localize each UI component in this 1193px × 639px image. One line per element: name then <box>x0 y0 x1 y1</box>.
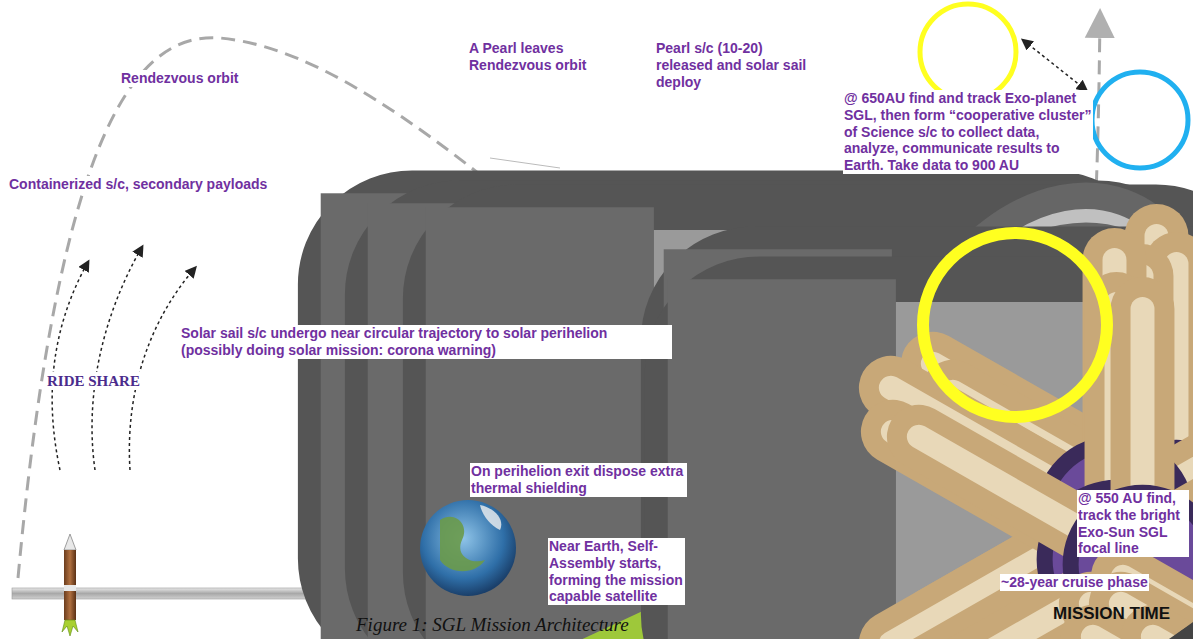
note-label: On perihelion exit dispose extra thermal… <box>470 463 687 497</box>
note-label: Containerized s/c, secondary payloads <box>8 176 268 193</box>
note-label: A Pearl leaves Rendezvous orbit <box>468 40 620 74</box>
earth <box>420 500 516 596</box>
note-label: Near Earth, Self-Assembly starts, formin… <box>548 538 685 605</box>
launch-arrows <box>52 247 195 470</box>
note-label: Pearl s/c (10-20) released and solar sai… <box>655 40 817 90</box>
exo-sun-ring <box>923 233 1107 417</box>
note-label: @ 550 AU find, track the bright Exo-Sun … <box>1077 490 1189 557</box>
note-label: Rendezvous orbit <box>120 70 239 87</box>
axis-label: MISSION TIME <box>1052 604 1171 624</box>
note-label: ~28-year cruise phase <box>1000 574 1149 591</box>
launch-label: RIDE SHARE <box>46 372 141 390</box>
figure-caption: Figure 1: SGL Mission Architecture <box>355 614 630 637</box>
exo-planet-ring <box>920 4 1016 100</box>
note-label: Solar sail s/c undergo near circular tra… <box>180 325 672 359</box>
note-label: @ 650AU find and track Exo-planet SGL, t… <box>843 90 1093 174</box>
exo-planet-ring <box>1092 72 1188 168</box>
